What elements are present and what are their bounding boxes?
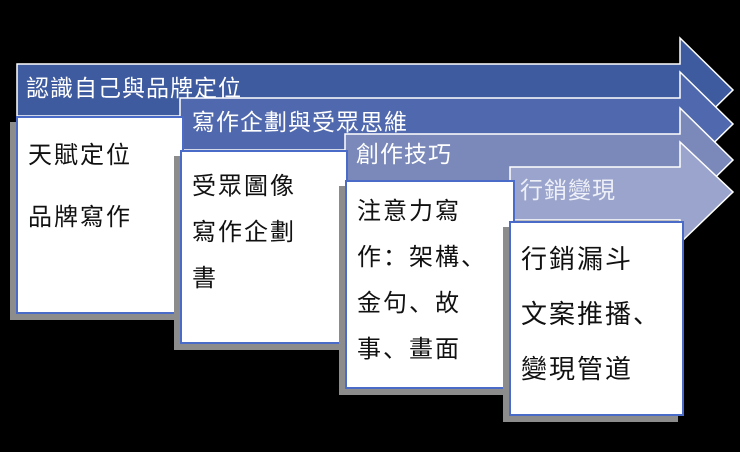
stage-1-title: 認識自己與品牌定位 [26,76,242,102]
stage-4-arrow [509,140,735,245]
stage-3-item: 注意力寫 [357,197,461,225]
stage-3-item: 金句、故 [357,289,461,317]
stage-1-item: 天賦定位 [28,141,132,169]
stage-4-item: 行銷漏斗 [521,245,634,275]
stage-2-item: 寫作企劃 [192,218,296,246]
stage-2-box: 受眾圖像 寫作企劃 書 [180,150,348,344]
stage-2-item: 受眾圖像 [192,172,296,200]
stage-4-box: 行銷漏斗 文案推播、 變現管道 [509,221,684,416]
stage-2-item: 書 [192,264,218,292]
stage-3-item: 作：架構、 [357,243,487,271]
stage-4-item: 變現管道 [521,355,634,385]
stage-3-title: 創作技巧 [356,142,452,168]
stage-3-box: 注意力寫 作：架構、 金句、故 事、畫面 [345,180,515,389]
stage-1-item: 品牌寫作 [28,203,132,231]
stage-3-item: 事、畫面 [357,335,461,363]
stage-2-title: 寫作企劃與受眾思維 [192,110,408,136]
stage-1-box: 天賦定位 品牌寫作 [16,116,184,314]
stage-4-title: 行銷變現 [520,178,616,204]
stage-4-item: 文案推播、 [521,300,662,330]
